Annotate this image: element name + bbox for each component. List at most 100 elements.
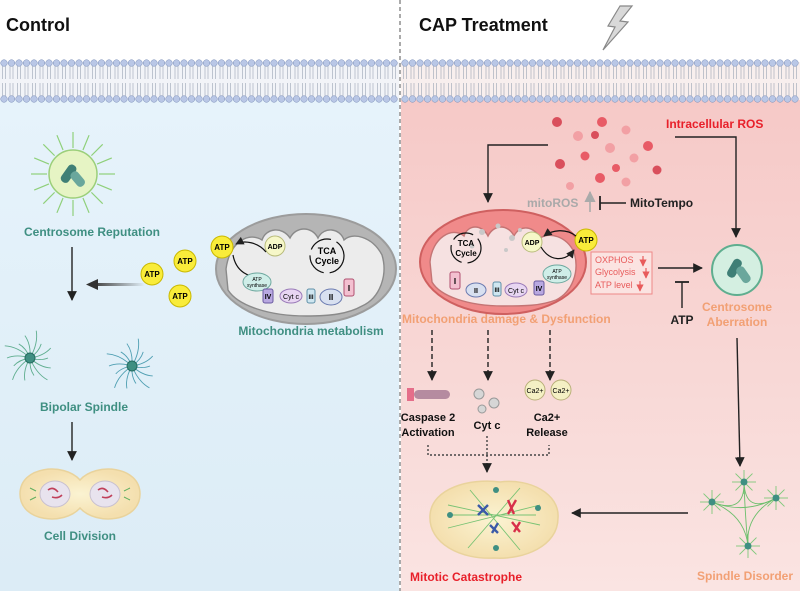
lipid-head bbox=[285, 95, 293, 103]
lipid-tail bbox=[440, 66, 445, 96]
lipid-tail bbox=[272, 66, 276, 96]
lipid-tail bbox=[392, 66, 396, 96]
oxphos-label: OXPHOS bbox=[595, 255, 634, 265]
microtubule-ray bbox=[42, 191, 56, 205]
mitoros-label: mitoROS bbox=[527, 196, 578, 210]
lipid-head bbox=[543, 95, 552, 103]
lipid-head bbox=[521, 95, 529, 103]
lipid-tail bbox=[403, 66, 407, 96]
lipid-head bbox=[671, 95, 679, 103]
lipid-head bbox=[483, 95, 492, 103]
lipid-head bbox=[701, 59, 709, 67]
mitotempo-label: MitoTempo bbox=[630, 196, 693, 210]
microtubule-ray bbox=[33, 183, 50, 191]
atp-synthase-label: synthase bbox=[247, 283, 267, 289]
lipid-head bbox=[22, 59, 31, 67]
lipid-tail bbox=[583, 66, 587, 96]
lipid-head bbox=[738, 95, 747, 103]
lipid-head bbox=[416, 59, 424, 67]
microtubule-ray bbox=[96, 183, 113, 191]
lipid-head bbox=[300, 95, 308, 103]
lipid-head bbox=[240, 59, 248, 67]
lipid-head bbox=[67, 95, 76, 103]
lipid-head bbox=[352, 59, 361, 67]
lipid-head bbox=[60, 95, 68, 103]
lipid-head bbox=[408, 95, 417, 103]
lipid-tail bbox=[695, 66, 700, 96]
lipid-head bbox=[142, 59, 151, 67]
lipid-head bbox=[423, 59, 432, 67]
lipid-tail bbox=[212, 66, 216, 96]
tca-label: TCA bbox=[318, 246, 337, 256]
lipid-tail bbox=[347, 66, 351, 96]
mito-damage-label: Mitochondria damage & Dysfunction bbox=[402, 312, 611, 326]
lipid-head bbox=[401, 95, 409, 103]
cyt-c-label: Cyt c bbox=[508, 288, 524, 295]
lipid-head bbox=[277, 59, 286, 67]
arrow-ros-to-mito bbox=[483, 144, 548, 203]
lipid-tail bbox=[553, 66, 557, 96]
caspase-2-icon bbox=[407, 388, 450, 401]
cap-title: CAP Treatment bbox=[419, 15, 548, 35]
lipid-tail bbox=[688, 66, 692, 96]
lipid-tail bbox=[755, 66, 760, 96]
lipid-head bbox=[566, 95, 574, 103]
microtubule-ray bbox=[56, 197, 64, 214]
lipid-head bbox=[352, 95, 361, 103]
lipid-head bbox=[476, 59, 484, 67]
atp-label: ATP bbox=[578, 236, 594, 245]
lipid-head bbox=[446, 95, 454, 103]
lipid-head bbox=[536, 95, 544, 103]
lipid-tail bbox=[47, 66, 51, 96]
centrosome-cell-icon bbox=[31, 132, 115, 216]
lipid-tail bbox=[658, 66, 662, 96]
lipid-head bbox=[180, 59, 188, 67]
lipid-tail bbox=[523, 66, 527, 96]
lipid-head bbox=[596, 59, 604, 67]
lipid-head bbox=[172, 95, 181, 103]
lipid-head bbox=[768, 59, 777, 67]
lipid-head bbox=[367, 59, 376, 67]
lipid-head bbox=[30, 95, 38, 103]
mitochondrion-damaged: TCA Cycle ADP ATP I II III Cyt c IV ATP … bbox=[419, 209, 598, 315]
lipid-tail bbox=[530, 66, 535, 96]
lipid-tail bbox=[332, 66, 336, 96]
lipid-tail bbox=[478, 66, 482, 96]
atp-inhibitor-label: ATP bbox=[670, 313, 693, 327]
lipid-head bbox=[127, 59, 136, 67]
arrow-ros-to-centrosome bbox=[675, 136, 741, 238]
lipid-head bbox=[232, 95, 241, 103]
lipid-tail bbox=[793, 66, 797, 96]
lipid-tail bbox=[680, 66, 685, 96]
atp-level-label: ATP level bbox=[595, 280, 633, 290]
spindle-pole bbox=[740, 478, 748, 486]
lipid-tail bbox=[560, 66, 565, 96]
lipid-head bbox=[678, 95, 687, 103]
lipid-head bbox=[491, 95, 499, 103]
ca2-label: Ca2+ bbox=[527, 388, 544, 395]
lipid-head bbox=[375, 59, 383, 67]
ros-dot bbox=[612, 164, 620, 172]
complex-ii-label: II bbox=[474, 288, 478, 295]
lipid-tail bbox=[32, 66, 36, 96]
ros-dot bbox=[573, 131, 583, 141]
lipid-head bbox=[292, 95, 301, 103]
lipid-tail bbox=[508, 66, 512, 96]
lipid-tail bbox=[425, 66, 430, 96]
lipid-tail bbox=[785, 66, 790, 96]
ros-dot bbox=[597, 117, 607, 127]
lipid-head bbox=[596, 95, 604, 103]
lipid-head bbox=[225, 95, 233, 103]
ca-release-label: Ca2+ bbox=[534, 412, 561, 424]
lipid-head bbox=[513, 59, 522, 67]
fade-arrow-shaft bbox=[95, 283, 145, 286]
lipid-head bbox=[270, 95, 278, 103]
lipid-tail bbox=[463, 66, 467, 96]
lipid-head bbox=[22, 95, 31, 103]
lipid-head bbox=[60, 59, 68, 67]
lipid-tail bbox=[174, 66, 179, 96]
lipid-tail bbox=[62, 66, 66, 96]
lipid-head bbox=[468, 95, 477, 103]
lipid-tail bbox=[9, 66, 14, 96]
lipid-tail bbox=[575, 66, 580, 96]
